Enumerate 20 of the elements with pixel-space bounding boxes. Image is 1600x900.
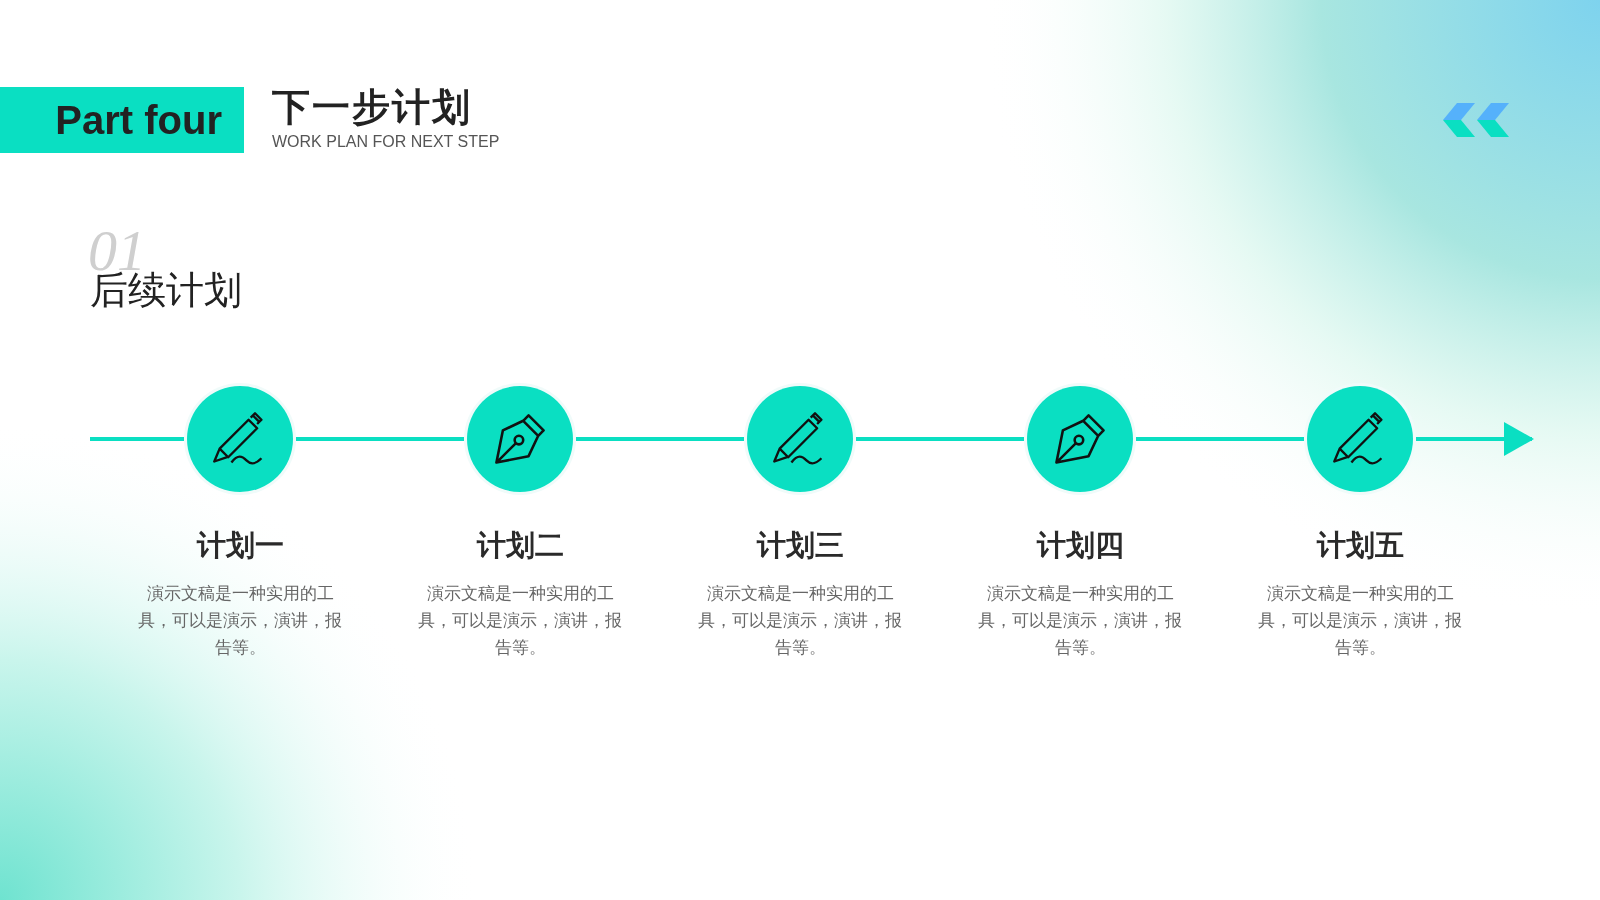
- step-description: 演示文稿是一种实用的工具，可以是演示，演讲，报告等。: [697, 583, 903, 659]
- heading-title: 下一步计划: [272, 88, 472, 126]
- step-title: 计划三: [755, 528, 845, 563]
- step-description: 演示文稿是一种实用的工具，可以是演示，演讲，报告等。: [1257, 583, 1463, 659]
- step-title: 计划五: [1315, 528, 1405, 563]
- step-title: 计划一: [195, 528, 285, 563]
- subtitle: WORK PLAN FOR NEXT STEP: [272, 133, 500, 151]
- step-description: 演示文稿是一种实用的工具，可以是演示，演讲，报告等。: [977, 583, 1183, 659]
- step-title: 计划二: [475, 528, 565, 563]
- step-description: 演示文稿是一种实用的工具，可以是演示，演讲，报告等。: [137, 583, 343, 659]
- timeline-line: [576, 437, 744, 441]
- section-tag-box: [0, 87, 244, 153]
- timeline-line: [296, 437, 464, 441]
- step-description: 演示文稿是一种实用的工具，可以是演示，演讲，报告等。: [417, 583, 623, 659]
- timeline-line: [90, 437, 184, 441]
- timeline-arrow: [1416, 422, 1534, 456]
- step-title: 计划四: [1035, 528, 1125, 563]
- timeline-line: [1136, 437, 1304, 441]
- timeline-line: [856, 437, 1024, 441]
- section-tag-text: Part four: [55, 97, 222, 143]
